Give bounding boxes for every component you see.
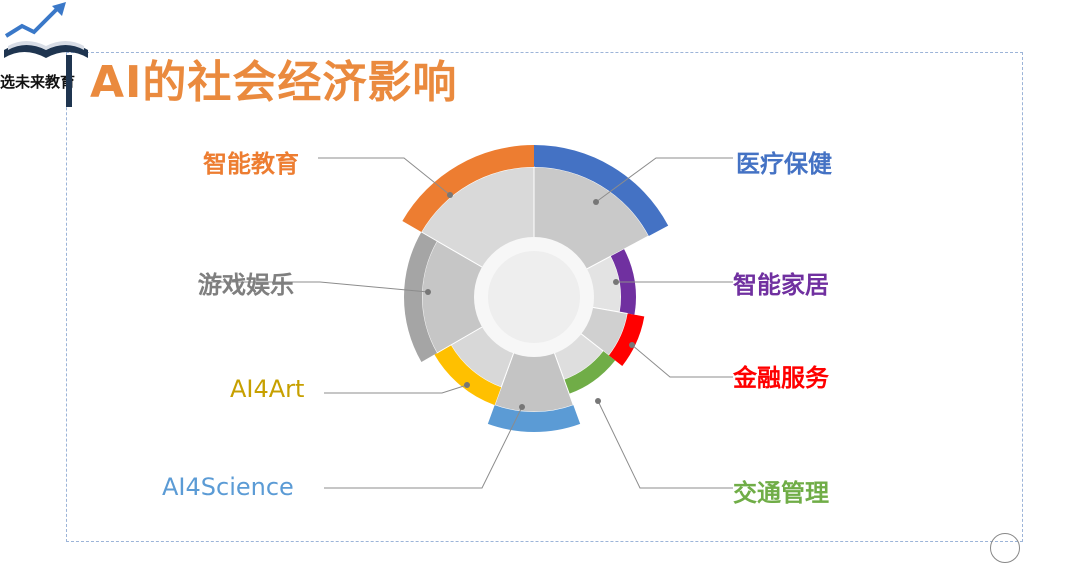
logo-text: 选未来教育 bbox=[0, 73, 76, 91]
logo: 选未来教育 bbox=[0, 0, 92, 96]
book-chart-icon bbox=[4, 2, 88, 58]
leader-line-finance bbox=[631, 344, 733, 378]
anchor-dot-traffic bbox=[595, 398, 601, 404]
anchor-dot-ai4science bbox=[519, 404, 525, 410]
page-title: AI的社会经济影响 bbox=[90, 57, 458, 108]
label-entertainment: 游戏娱乐 bbox=[198, 271, 294, 299]
label-smart-home: 智能家居 bbox=[733, 271, 829, 299]
leader-line-education bbox=[318, 157, 451, 196]
anchor-dot-ai4art bbox=[464, 382, 470, 388]
arc-finance bbox=[608, 313, 645, 366]
anchor-dot-education bbox=[447, 192, 453, 198]
label-education: 智能教育 bbox=[203, 150, 299, 178]
center-hub bbox=[488, 251, 580, 343]
label-ai4science: AI4Science bbox=[162, 473, 294, 501]
corner-circle-icon bbox=[990, 533, 1020, 563]
arc-ai4art bbox=[434, 345, 502, 406]
anchor-dot-healthcare bbox=[593, 199, 599, 205]
anchor-dot-finance bbox=[629, 342, 635, 348]
anchor-dot-entertainment bbox=[425, 289, 431, 295]
arc-entertainment bbox=[404, 232, 438, 362]
slide-frame bbox=[66, 52, 1023, 542]
arc-education bbox=[402, 145, 534, 232]
title-accent-bar bbox=[66, 55, 72, 107]
leader-line-entertainment bbox=[198, 281, 429, 293]
leader-line-ai4art bbox=[324, 384, 468, 394]
label-finance: 金融服务 bbox=[733, 364, 829, 392]
arc-healthcare bbox=[534, 145, 669, 236]
label-traffic: 交通管理 bbox=[733, 479, 829, 507]
arc-ai4science bbox=[487, 405, 581, 432]
leader-line-healthcare bbox=[595, 157, 733, 203]
leader-line-traffic bbox=[597, 400, 733, 489]
anchor-dot-smart-home bbox=[613, 279, 619, 285]
label-ai4art: AI4Art bbox=[230, 375, 305, 403]
label-healthcare: 医疗保健 bbox=[736, 150, 832, 178]
leader-line-ai4science bbox=[324, 406, 523, 489]
arc-traffic bbox=[564, 351, 616, 394]
